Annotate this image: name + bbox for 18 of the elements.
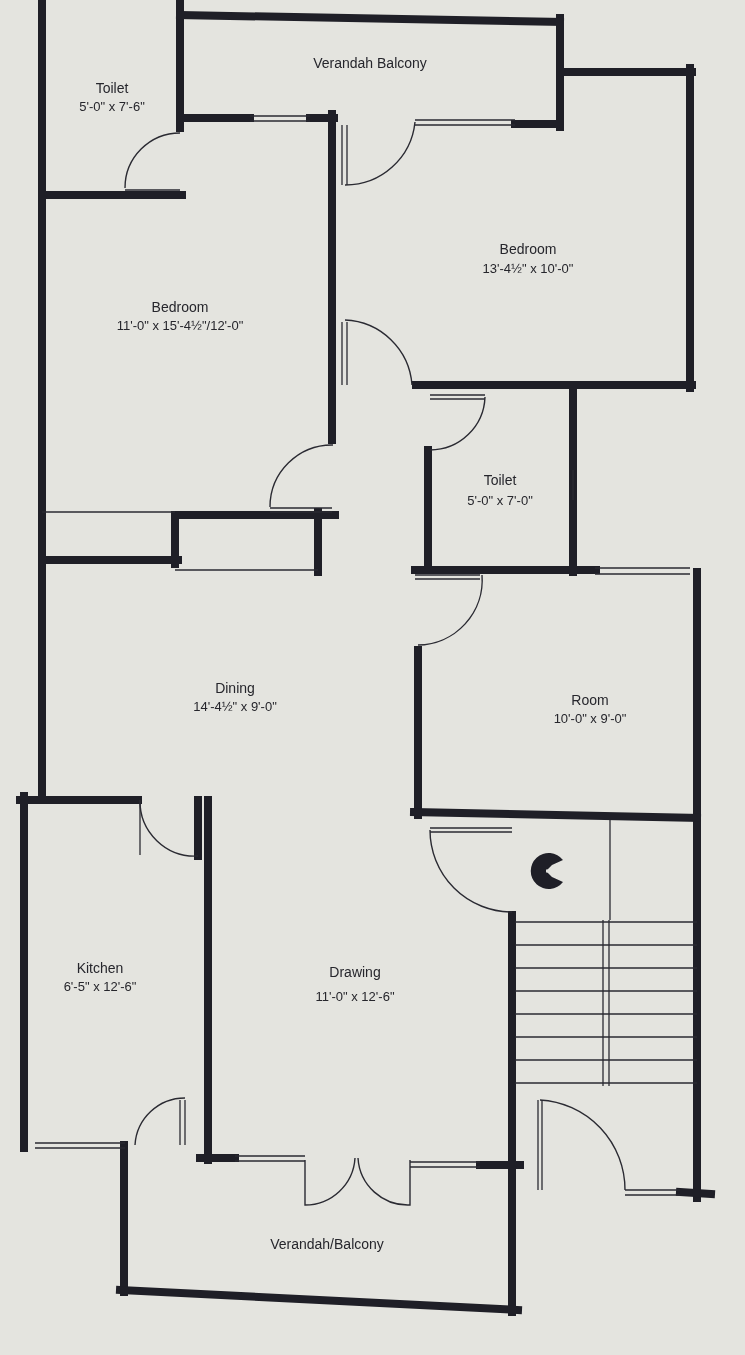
room-name: Verandah/Balcony bbox=[270, 1236, 384, 1252]
room-dimension: 5'-0" x 7'-0" bbox=[467, 492, 533, 508]
room-name: Dining bbox=[215, 680, 255, 696]
room-name: Kitchen bbox=[76, 960, 124, 976]
room-dimension: 5'-0" x 7'-6" bbox=[79, 98, 145, 114]
room-dimension: 10'-0" x 9'-0" bbox=[553, 710, 627, 726]
room-dimension: 11'-0" x 15'-4½"/12'-0" bbox=[116, 317, 244, 333]
room-dimension: 11'-0" x 12'-6" bbox=[315, 988, 395, 1004]
room-dimension: 13'-4½" x 10'-0" bbox=[482, 260, 574, 276]
room-name: Toilet bbox=[483, 472, 517, 488]
room-name: Verandah Balcony bbox=[313, 55, 427, 71]
room-name: Bedroom bbox=[499, 241, 557, 257]
room-dimension: 14'-4½" x 9'-0" bbox=[193, 698, 277, 714]
room-name: Bedroom bbox=[151, 299, 209, 315]
room-dimension: 6'-5" x 12'-6" bbox=[63, 978, 137, 994]
room-name: Room bbox=[571, 692, 609, 708]
room-name: Toilet bbox=[95, 80, 129, 96]
room-name: Drawing bbox=[329, 964, 381, 980]
